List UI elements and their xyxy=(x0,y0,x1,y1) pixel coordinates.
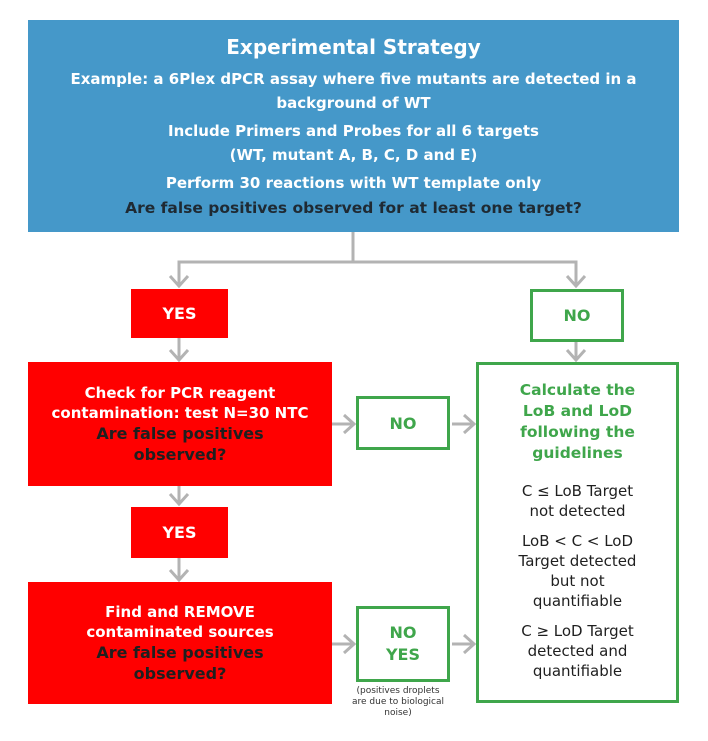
result-item-1a: C ≤ LoB Target xyxy=(521,481,634,500)
check-line-1: Check for PCR reagent xyxy=(84,384,276,402)
no-label-bottom: NO xyxy=(389,623,417,642)
check-question-2: observed? xyxy=(133,445,227,464)
no-yes-box: NO YES xyxy=(356,606,450,682)
check-contamination-box: Check for PCR reagent contamination: tes… xyxy=(28,362,332,486)
strategy-example-2: background of WT xyxy=(276,94,431,112)
result-item-2c: but not xyxy=(550,571,605,590)
strategy-perform: Perform 30 reactions with WT template on… xyxy=(165,174,542,192)
find-question-1: Are false positives xyxy=(96,643,264,662)
result-not-detected: C ≤ LoB Target not detected xyxy=(522,481,633,521)
result-heading-4: guidelines xyxy=(532,443,623,462)
result-item-2a: LoB < C < LoD xyxy=(521,531,634,550)
arrow-top-to-no xyxy=(353,260,578,284)
strategy-example-1: Example: a 6Plex dPCR assay where five m… xyxy=(70,70,637,88)
result-heading-1: Calculate the xyxy=(519,380,636,399)
note-line-2: are due to biological xyxy=(351,697,445,707)
yes-box-2: YES xyxy=(131,507,228,558)
strategy-title: Experimental Strategy xyxy=(226,35,481,59)
result-item-2b: Target detected xyxy=(518,551,637,570)
result-item-1b: not detected xyxy=(529,501,626,520)
result-box: Calculate the LoB and LoD following the … xyxy=(476,362,679,703)
yes-label-1: YES xyxy=(162,304,197,323)
find-question-2: observed? xyxy=(133,664,227,683)
result-heading-2: LoB and LoD xyxy=(522,401,633,420)
no-box-top: NO xyxy=(530,289,624,342)
note-line-1: (positives droplets xyxy=(356,686,440,696)
strategy-include-2: (WT, mutant A, B, C, D and E) xyxy=(229,146,478,164)
strategy-question: Are false positives observed for at leas… xyxy=(125,199,582,217)
result-not-quantifiable: LoB < C < LoD Target detected but not qu… xyxy=(519,531,637,611)
biological-noise-note: (positives droplets are due to biologica… xyxy=(338,686,458,719)
yes-label-2: YES xyxy=(162,523,197,542)
result-item-3b: detected and xyxy=(527,641,628,660)
find-line-1: Find and REMOVE xyxy=(105,603,255,621)
note-line-3: noise) xyxy=(384,708,412,718)
yes-box-1: YES xyxy=(131,289,228,338)
strategy-include-1: Include Primers and Probes for all 6 tar… xyxy=(168,122,539,140)
no-label-mid: NO xyxy=(389,413,417,433)
yes-label-bottom: YES xyxy=(385,645,421,664)
result-quantifiable: C ≥ LoD Target detected and quantifiable xyxy=(521,621,634,681)
arrow-top-to-yes xyxy=(177,232,355,284)
result-item-2d: quantifiable xyxy=(532,591,623,610)
find-remove-box: Find and REMOVE contaminated sources Are… xyxy=(28,582,332,704)
result-heading: Calculate the LoB and LoD following the … xyxy=(520,380,635,464)
check-line-2: contamination: test N=30 NTC xyxy=(51,404,309,422)
find-line-2: contaminated sources xyxy=(86,623,274,641)
no-box-mid: NO xyxy=(356,396,450,450)
no-label-top: NO xyxy=(563,306,591,325)
result-item-3a: C ≥ LoD Target xyxy=(521,621,634,640)
result-heading-3: following the xyxy=(520,422,635,441)
result-item-3c: quantifiable xyxy=(532,661,623,680)
strategy-box: Experimental Strategy Example: a 6Plex d… xyxy=(28,20,679,232)
check-question-1: Are false positives xyxy=(96,424,264,443)
